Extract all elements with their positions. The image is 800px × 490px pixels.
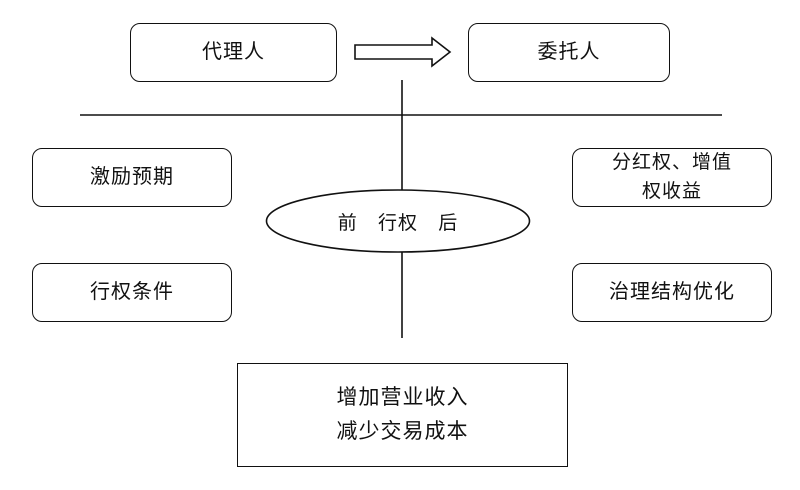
node-incentive-expectation-label: 激励预期 [90, 166, 174, 189]
node-dividend-rights: 分红权、增值 权收益 [572, 148, 772, 207]
node-exercise-condition: 行权条件 [32, 263, 232, 322]
node-outcome-line2: 减少交易成本 [336, 420, 469, 443]
node-governance-optimization: 治理结构优化 [572, 263, 772, 322]
node-dividend-rights-line2: 权收益 [641, 180, 702, 202]
exercise-ellipse [265, 189, 531, 253]
node-incentive-expectation: 激励预期 [32, 148, 232, 207]
node-governance-optimization-label: 治理结构优化 [609, 281, 735, 304]
node-principal-label: 委托人 [537, 41, 601, 64]
node-exercise-condition-label: 行权条件 [90, 281, 174, 304]
right-block-arrow-icon [354, 36, 452, 68]
node-principal: 委托人 [468, 23, 670, 82]
exercise-ellipse-label: 前 行权 后 [337, 212, 459, 234]
node-agent-label: 代理人 [202, 41, 265, 64]
node-dividend-rights-line1: 分红权、增值 [611, 152, 732, 173]
node-outcome: 增加营业收入 减少交易成本 [237, 363, 568, 467]
node-outcome-line1: 增加营业收入 [336, 386, 469, 410]
node-agent: 代理人 [130, 23, 337, 82]
